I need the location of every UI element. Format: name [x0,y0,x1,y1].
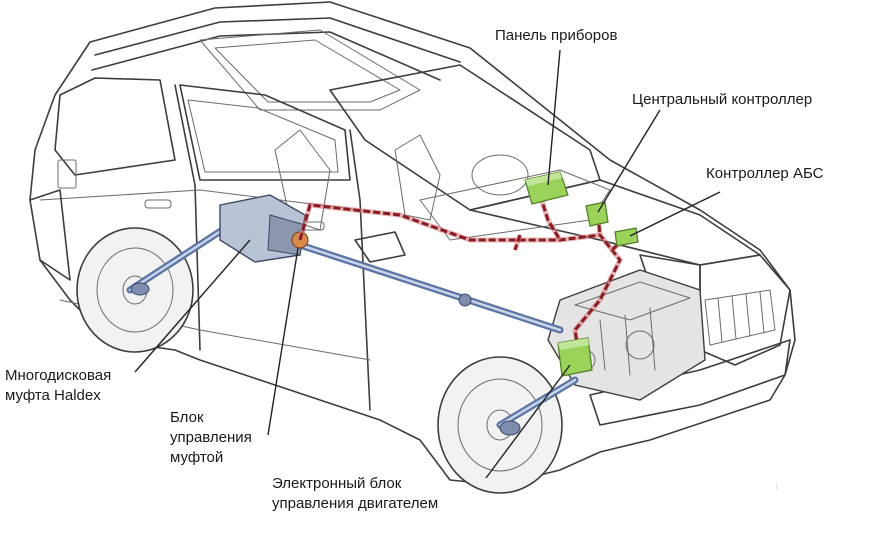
wiring-harness [297,194,627,351]
label-central-controller: Центральный контроллер [632,91,813,108]
label-abs-controller: Контроллер АБС [706,165,824,182]
drivetrain [126,194,579,436]
abs-controller-module [614,227,639,247]
leader-lines [134,49,721,479]
label-haldex-clutch: Многодисковая муфта Haldex [5,367,112,404]
label-engine-ecu: Электронный блок управления двигателем [272,475,439,512]
instrument-panel-module [524,171,569,205]
label-instrument-panel: Панель приборов [495,27,618,44]
label-clutch-control-unit: Блок управления муфтой [170,409,252,466]
watermark-mark: ⁝ [775,482,778,492]
central-controller-module [585,201,609,227]
engine-ecu-module [557,337,593,377]
